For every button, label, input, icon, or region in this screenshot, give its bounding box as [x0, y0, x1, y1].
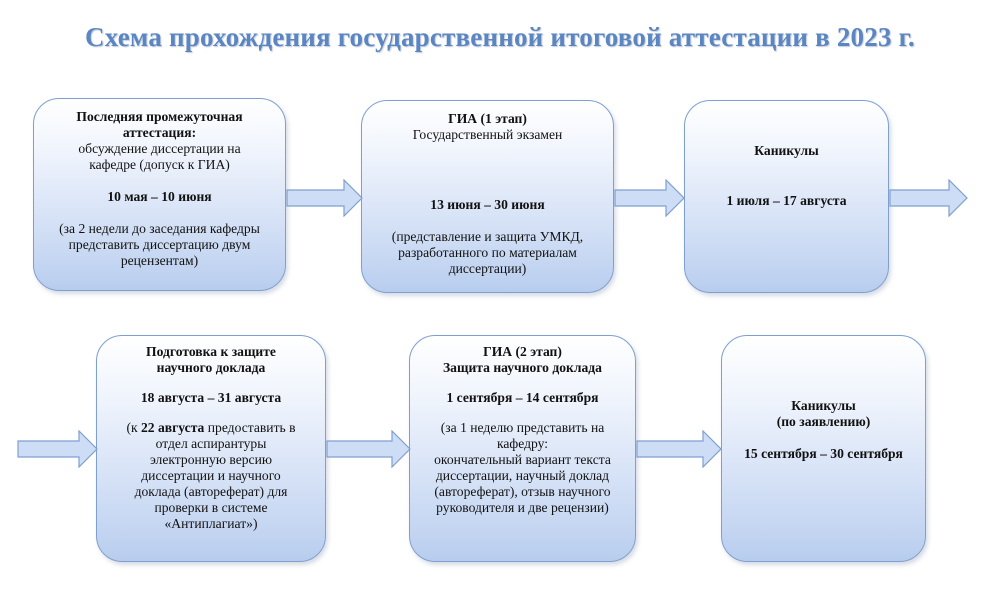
- stage-dates: 15 сентября – 30 сентября: [744, 446, 903, 461]
- stage-heading: ГИА (2 этап) Защита научного доклада: [443, 344, 602, 375]
- stage-box-report-preparation: Подготовка к защите научного доклада 18 …: [96, 335, 326, 562]
- arrow-right-icon: [636, 430, 722, 468]
- stage-box-gia-stage-1: ГИА (1 этап) Государственный экзамен 13 …: [361, 100, 614, 293]
- stage-dates: 1 сентября – 14 сентября: [446, 390, 599, 405]
- stage-dates: 13 июня – 30 июня: [430, 197, 545, 212]
- stage-heading: Подготовка к защите научного доклада: [146, 344, 276, 375]
- stage-note: (за 1 неделю представить на кафедру: око…: [434, 420, 611, 515]
- stage-dates: 10 мая – 10 июня: [107, 189, 212, 204]
- stage-heading: Каникулы: [754, 143, 819, 158]
- stage-note: (за 2 недели до заседания кафедры предст…: [59, 221, 260, 268]
- stage-note-text: предоставить в отдел аспирантуры электро…: [134, 420, 296, 531]
- stage-note: (представление и защита УМКД, разработан…: [391, 229, 584, 276]
- stage-heading: ГИА (1 этап): [448, 111, 527, 126]
- stage-heading: Последняя промежуточная аттестация:: [76, 109, 243, 140]
- stage-box-vacation-on-request: Каникулы (по заявлению) 15 сентября – 30…: [721, 335, 926, 562]
- stage-note-prefix: (к: [126, 420, 141, 435]
- arrow-right-icon: [286, 179, 363, 217]
- arrow-right-icon: [614, 179, 685, 217]
- arrow-right-icon: [17, 430, 98, 468]
- stage-note-date: 22 августа: [140, 420, 205, 435]
- stage-dates: 18 августа – 31 августа: [140, 390, 282, 405]
- stage-box-gia-stage-2: ГИА (2 этап) Защита научного доклада 1 с…: [409, 335, 636, 562]
- page-title: Схема прохождения государственной итогов…: [85, 22, 915, 52]
- stage-box-intermediate-attestation: Последняя промежуточная аттестация: обсу…: [33, 98, 286, 291]
- arrow-right-icon: [326, 430, 411, 468]
- stage-note: (к 22 августа предоставить в отдел аспир…: [107, 420, 315, 532]
- stage-subtitle: обсуждение диссертации на кафедре (допус…: [78, 141, 241, 172]
- stage-heading: Каникулы (по заявлению): [776, 398, 871, 429]
- stage-subtitle: Государственный экзамен: [412, 127, 563, 142]
- stage-box-vacation-summer: Каникулы 1 июля – 17 августа: [684, 100, 889, 293]
- stage-dates: 1 июля – 17 августа: [726, 193, 847, 208]
- arrow-right-icon: [889, 179, 968, 217]
